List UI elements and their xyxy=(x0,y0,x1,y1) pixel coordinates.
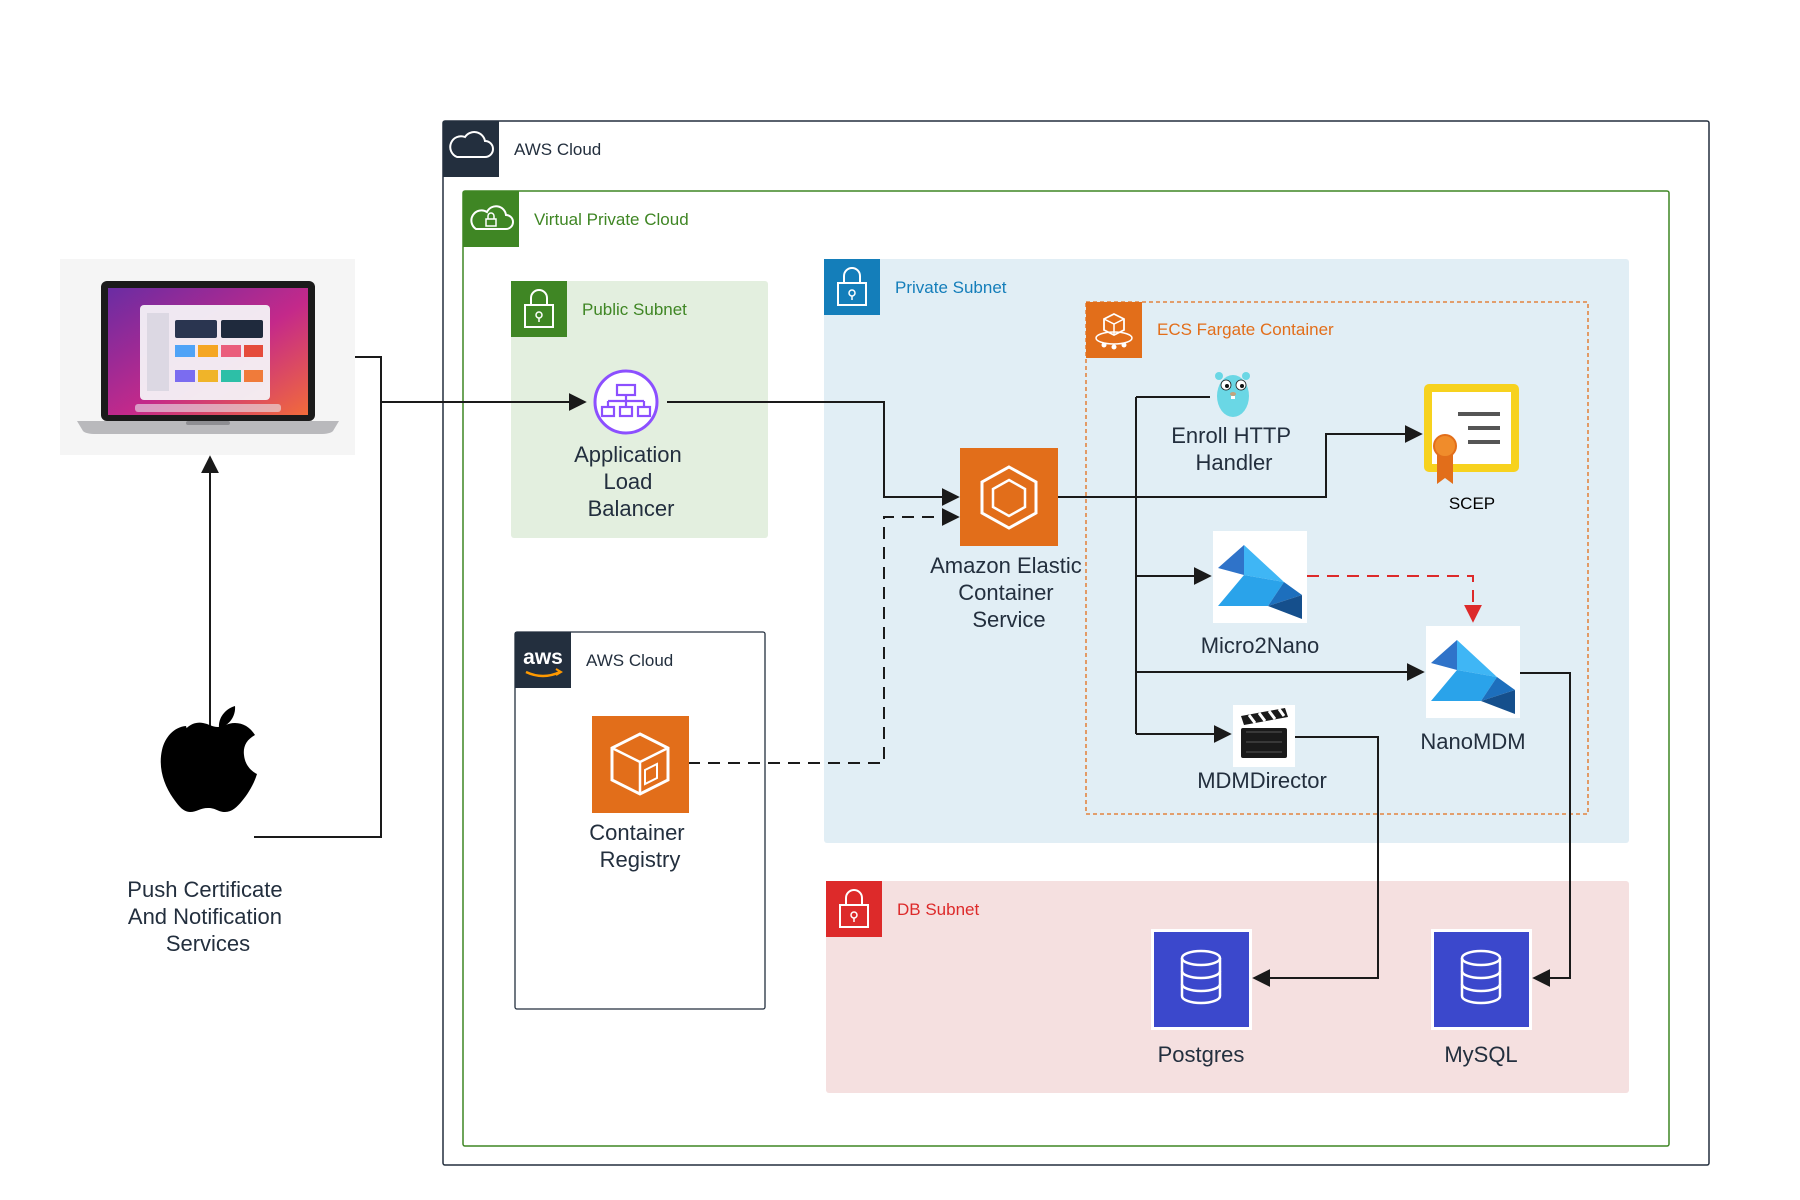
registry-label: Container Registry xyxy=(589,820,691,872)
padlock-icon xyxy=(524,289,554,328)
nanomdm-node: NanoMDM xyxy=(1420,626,1526,754)
ecs-label-line-3: Service xyxy=(972,607,1045,632)
apple-logo-icon xyxy=(160,706,257,812)
postgres-label: Postgres xyxy=(1158,1042,1245,1067)
padlock-icon xyxy=(837,267,867,306)
database-icon xyxy=(1460,949,1502,1005)
apple-node: Push Certificate And Notification Servic… xyxy=(127,706,288,956)
apple-label-line-3: Services xyxy=(166,931,250,956)
aws-logo-badge xyxy=(515,632,571,688)
certificate-icon xyxy=(1424,384,1519,484)
mysql-label: MySQL xyxy=(1444,1042,1517,1067)
scep-node: SCEP xyxy=(1424,384,1519,513)
db-subnet-label: DB Subnet xyxy=(897,900,979,919)
aws-logo-icon: aws xyxy=(523,646,563,669)
ecs-label-line-2: Container xyxy=(958,580,1053,605)
connector-apple-alb xyxy=(254,402,382,838)
nano-logo-icon xyxy=(1218,545,1302,619)
registry-label-line-1: Container xyxy=(589,820,684,845)
nanomdm-label: NanoMDM xyxy=(1420,729,1525,754)
aws-cloud-label: AWS Cloud xyxy=(514,140,601,159)
enroll-label: Enroll HTTP Handler xyxy=(1171,423,1297,475)
connector-mdmdirector-postgres xyxy=(1252,736,1379,987)
alb-label-line-3: Balancer xyxy=(588,496,675,521)
alb-label-line-2: Load xyxy=(603,469,652,494)
fargate-icon xyxy=(1095,312,1133,350)
ecs-label: Amazon Elastic Container Service xyxy=(930,553,1088,632)
registry-node: Container Registry xyxy=(589,716,691,872)
database-icon xyxy=(1180,949,1222,1005)
scep-label: SCEP xyxy=(1449,494,1495,513)
ecs-fargate-label: ECS Fargate Container xyxy=(1157,320,1334,339)
laptop-node xyxy=(60,259,355,455)
micro2nano-node: Micro2Nano xyxy=(1201,531,1320,658)
public-subnet-label: Public Subnet xyxy=(582,300,687,319)
micro2nano-label: Micro2Nano xyxy=(1201,633,1320,658)
cloud-lock-icon xyxy=(470,205,514,230)
vpc-group: Virtual Private Cloud xyxy=(462,190,1670,1147)
registry-label-line-2: Registry xyxy=(600,847,681,872)
alb-label: Application Load Balancer xyxy=(574,442,688,521)
load-balancer-icon xyxy=(593,369,659,435)
aws-cloud-group: AWS Cloud xyxy=(442,120,1710,1166)
aws-cloud-inner-group: aws AWS Cloud xyxy=(514,631,766,1010)
laptop-icon xyxy=(77,281,339,434)
connector-alb-ecs xyxy=(667,401,960,506)
ecs-node: Amazon Elastic Container Service xyxy=(930,448,1088,632)
enroll-label-line-2: Handler xyxy=(1195,450,1272,475)
ecs-label-line-1: Amazon Elastic xyxy=(930,553,1082,578)
mysql-node: MySQL xyxy=(1431,929,1532,1067)
connector-micro2nano-nanomdm xyxy=(1307,575,1482,623)
ecs-fargate-group: ECS Fargate Container xyxy=(1085,301,1589,815)
vpc-label: Virtual Private Cloud xyxy=(534,210,689,229)
private-subnet-label: Private Subnet xyxy=(895,278,1007,297)
aws-cloud-badge xyxy=(443,121,499,177)
ecs-icon xyxy=(980,465,1038,530)
connectors xyxy=(201,356,1571,987)
clapperboard-icon xyxy=(1241,708,1288,758)
enroll-node: Enroll HTTP Handler xyxy=(1171,372,1297,475)
connector-ecs-scep xyxy=(1136,425,1423,498)
apple-label: Push Certificate And Notification Servic… xyxy=(127,877,288,956)
apple-label-line-1: Push Certificate xyxy=(127,877,282,902)
alb-node: Application Load Balancer xyxy=(574,369,688,521)
postgres-node: Postgres xyxy=(1151,929,1252,1067)
enroll-label-line-1: Enroll HTTP xyxy=(1171,423,1290,448)
ecr-icon xyxy=(610,732,670,796)
aws-cloud-inner-label: AWS Cloud xyxy=(586,651,673,670)
gopher-icon xyxy=(1215,372,1250,417)
connector-nanomdm-mysql xyxy=(1520,672,1571,987)
mdmdirector-node: MDMDirector xyxy=(1197,705,1327,793)
apple-label-line-2: And Notification xyxy=(128,904,282,929)
alb-label-line-1: Application xyxy=(574,442,682,467)
connector-laptop-alb xyxy=(355,356,587,411)
cloud-icon xyxy=(449,131,494,158)
padlock-icon xyxy=(839,889,869,928)
nano-logo-icon xyxy=(1431,640,1515,714)
mdmdirector-label: MDMDirector xyxy=(1197,768,1327,793)
